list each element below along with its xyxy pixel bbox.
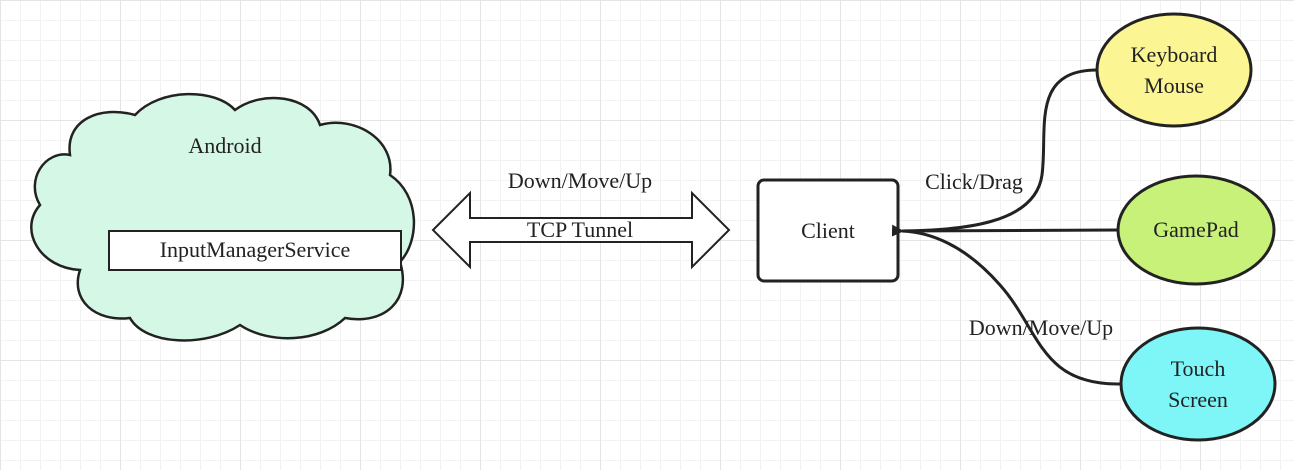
tunnel-top-label: Down/Move/Up bbox=[508, 168, 652, 193]
client-label: Client bbox=[801, 218, 855, 243]
keyboard-to-client-edge bbox=[901, 68, 1098, 233]
touch-to-client-edge bbox=[891, 224, 1121, 386]
gamepad-label: GamePad bbox=[1153, 217, 1239, 242]
tcp-tunnel-label: TCP Tunnel bbox=[527, 217, 633, 242]
click-drag-label: Click/Drag bbox=[925, 169, 1023, 194]
android-title: Android bbox=[188, 133, 261, 158]
keyboard-mouse-node bbox=[1095, 12, 1253, 128]
mouse-label: Mouse bbox=[1144, 73, 1204, 98]
input-manager-service-box bbox=[108, 230, 402, 271]
keyboard-label: Keyboard bbox=[1131, 42, 1218, 67]
screen-label: Screen bbox=[1168, 387, 1228, 412]
input-manager-service-label: InputManagerService bbox=[160, 237, 351, 262]
down-move-up-edge-label: Down/Move/Up bbox=[969, 315, 1113, 340]
gamepad-to-client-edge bbox=[901, 228, 1119, 233]
gamepad-node bbox=[1116, 174, 1276, 286]
touch-label: Touch bbox=[1171, 356, 1226, 381]
touch-screen-node bbox=[1119, 326, 1277, 442]
tcp-tunnel-arrow bbox=[431, 190, 731, 270]
android-cloud bbox=[30, 92, 416, 342]
